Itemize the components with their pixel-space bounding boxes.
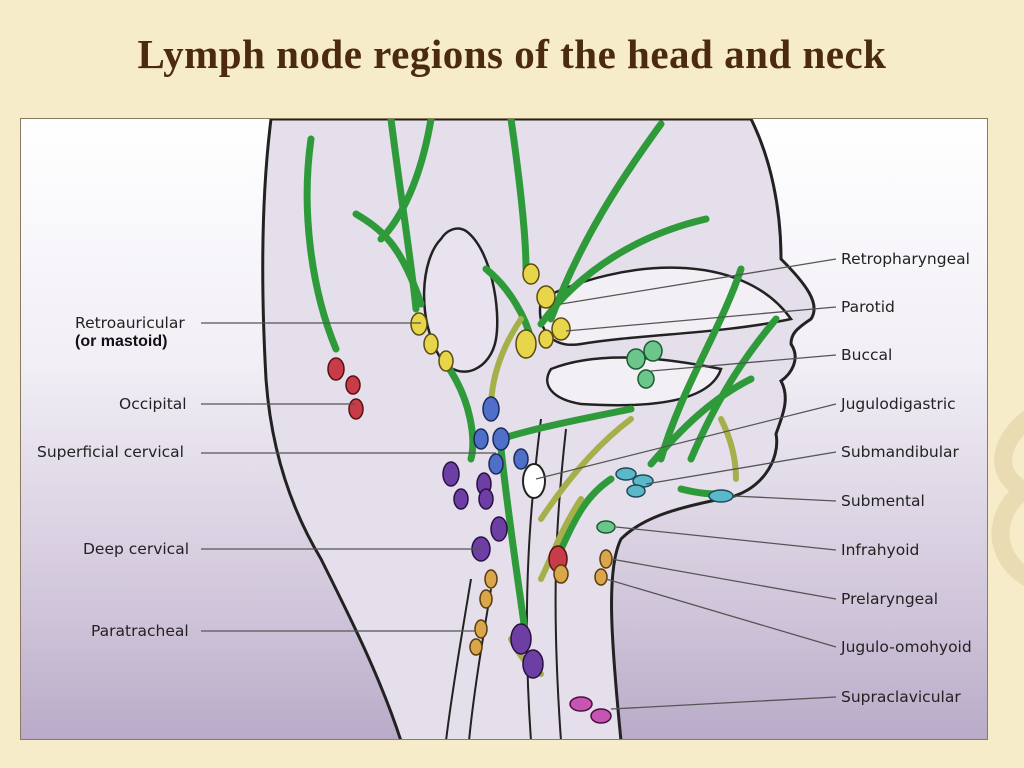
anatomy-figure: Retroauricular (or mastoid) Occipital Su…	[20, 118, 988, 740]
nodes-green	[596, 340, 663, 534]
label-mastoid: (or mastoid)	[75, 333, 168, 350]
label-supraclavicular: Supraclavicular	[841, 688, 961, 706]
label-infrahyoid: Infrahyoid	[841, 541, 920, 559]
nodes-white	[522, 463, 546, 499]
nodes-magenta	[569, 696, 612, 724]
lymph-flow-arrows	[303, 119, 780, 643]
label-superficial-cervical: Superficial cervical	[37, 443, 184, 461]
nodes-orange	[469, 549, 613, 656]
nodes-red	[327, 357, 568, 573]
label-parotid: Parotid	[841, 298, 895, 316]
label-deep-cervical: Deep cervical	[83, 540, 190, 558]
oral-cavity	[538, 266, 794, 347]
label-occipital: Occipital	[119, 395, 187, 413]
nodes-cyan	[615, 467, 734, 503]
label-jugulo-omohyoid: Jugulo-omohyoid	[841, 638, 972, 656]
label-retroauricular: Retroauricular	[75, 314, 185, 332]
label-submental: Submental	[841, 492, 925, 510]
nodes-blue	[473, 396, 529, 475]
label-retropharyngeal: Retropharyngeal	[841, 250, 970, 268]
trachea	[445, 578, 492, 739]
label-jugulodigastric: Jugulodigastric	[841, 395, 956, 413]
label-buccal: Buccal	[841, 346, 893, 364]
nodes-yellow	[410, 263, 571, 372]
tongue	[546, 356, 723, 407]
ear	[422, 227, 499, 373]
label-submandibular: Submandibular	[841, 443, 959, 461]
slide-title: Lymph node regions of the head and neck	[137, 31, 887, 77]
leader-lines	[201, 258, 837, 710]
nodes-purple	[442, 461, 544, 679]
label-paratracheal: Paratracheal	[91, 622, 189, 640]
label-prelaryngeal: Prelaryngeal	[841, 590, 938, 608]
head-neck-illustration	[201, 119, 837, 739]
